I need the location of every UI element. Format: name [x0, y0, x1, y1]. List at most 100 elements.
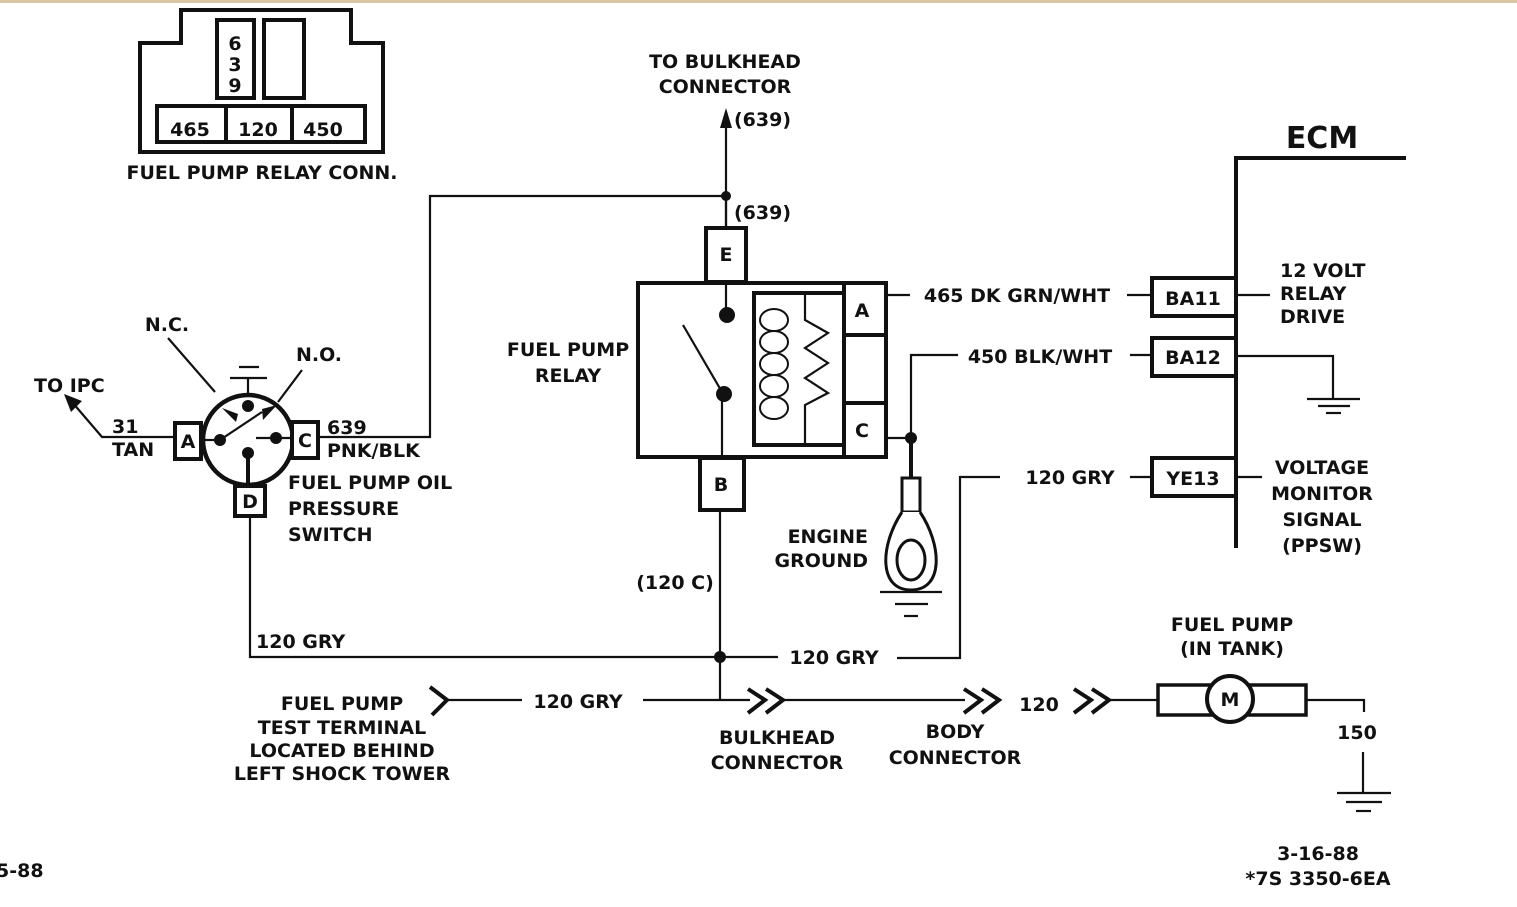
nc-label: N.C. [145, 314, 189, 336]
wire-31-number: 31 [112, 416, 138, 438]
bulkhead-top-label-line2: CONNECTOR [659, 76, 792, 98]
to-ipc-label: TO IPC [34, 375, 105, 397]
no-label: N.O. [296, 344, 342, 366]
fuel-pump-label-line2: (IN TANK) [1180, 638, 1284, 660]
ye13-desc-line2: MONITOR [1271, 483, 1373, 505]
wire-120-test-label: 120 GRY [533, 691, 622, 713]
switch-pin-a [173, 421, 203, 461]
ecm-outline [1234, 156, 1406, 548]
switch-pin-a-label: A [181, 431, 196, 453]
coil-frame [752, 291, 846, 447]
splice-120 [714, 651, 726, 663]
body-connector-line1: BODY [926, 721, 985, 743]
test-terminal-line1: FUEL PUMP [281, 693, 403, 715]
left-date-fragment: 5-88 [0, 860, 44, 882]
nc-arrow-icon [222, 408, 238, 422]
ye13-desc-line4: (PPSW) [1282, 535, 1362, 557]
switch-pin-c-label: C [298, 430, 312, 452]
motor-label: M [1221, 689, 1240, 711]
engine-ground: ENGINE GROUND [775, 438, 942, 618]
wire-120-mid-label: 120 GRY [789, 647, 878, 669]
switch-label-line2: PRESSURE [288, 498, 399, 520]
footer: 5-88 3-16-88 *7S 3350-6EA [0, 843, 1391, 890]
ecm-pin-ba11 [1150, 276, 1238, 318]
fuel-pump: FUEL PUMP (IN TANK) M 150 [1156, 614, 1391, 813]
wire-150-upper [1306, 698, 1366, 712]
ecm-title: ECM [1286, 121, 1358, 156]
fuel-pump-label-line1: FUEL PUMP [1171, 614, 1293, 636]
wire-120-bus: 120 GRY 120 GRY [248, 516, 879, 669]
relay-ecm-wires: 465 DK GRN/WHT 450 BLK/WHT 120 GRY [886, 285, 1152, 660]
coil-icon [759, 308, 789, 420]
cavity-450: 450 [303, 119, 343, 141]
relay-label-line1: FUEL PUMP [507, 339, 629, 361]
cavity-465: 465 [170, 119, 210, 141]
wire-150-label: 150 [1337, 722, 1377, 744]
test-terminal-icon [428, 685, 451, 717]
wire-120-ecm-label: 120 GRY [1025, 467, 1114, 489]
relay-pin-b [698, 456, 746, 512]
cavity-639-digit-3: 9 [228, 75, 241, 97]
relay-label-line2: RELAY [535, 365, 602, 387]
footer-date: 3-16-88 [1277, 843, 1359, 865]
cavity-empty [262, 18, 306, 100]
bulkhead-top-label-line1: TO BULKHEAD [649, 51, 801, 73]
wire-639-lower: (639) [734, 202, 791, 224]
relay-pin-a [842, 281, 888, 337]
arrow-to-ipc-icon [64, 394, 82, 412]
body-connector-line2: CONNECTOR [889, 747, 1022, 769]
wire-639-color: PNK/BLK [327, 440, 421, 462]
wire-450-label: 450 BLK/WHT [968, 346, 1112, 368]
test-terminal-line4: LEFT SHOCK TOWER [234, 763, 451, 785]
ba11-desc-line1: 12 VOLT [1280, 260, 1366, 282]
wire-465-label: 465 DK GRN/WHT [924, 285, 1110, 307]
pump-ground-icon [1337, 791, 1391, 813]
engine-ground-line2: GROUND [775, 550, 868, 572]
switch-pin-d-label: D [242, 491, 258, 513]
ye13-desc-line3: SIGNAL [1282, 509, 1361, 531]
ecm-pin-ba12-label: BA12 [1165, 347, 1221, 369]
resistor-icon [802, 293, 831, 445]
lower-cavity-row [155, 104, 367, 144]
ecm-pin-ye13-label: YE13 [1165, 468, 1219, 490]
ye13-desc-line1: VOLTAGE [1275, 457, 1369, 479]
bulkhead-bottom-line1: BULKHEAD [719, 727, 835, 749]
bulkhead-bottom-line2: CONNECTOR [711, 752, 844, 774]
switch-label-line3: SWITCH [288, 524, 373, 546]
relay-pin-c [842, 401, 888, 459]
switch-label-line1: FUEL PUMP OIL [288, 472, 452, 494]
cavity-639-digit-1: 6 [228, 33, 241, 55]
wire-120-left-label: 120 GRY [256, 631, 345, 653]
relay-connector-outline [138, 8, 385, 154]
ecm-pin-ba11-label: BA11 [1165, 288, 1221, 310]
ba11-desc-line3: DRIVE [1280, 306, 1345, 328]
wire-639 [316, 194, 726, 439]
ecm-ground-icon [1307, 397, 1360, 415]
ring-terminal-icon [884, 511, 938, 592]
relay-pin-b-label: B [714, 474, 728, 496]
ba11-desc-line2: RELAY [1280, 283, 1347, 305]
wire-120-pump-label: 120 [1019, 694, 1059, 716]
test-terminal-line2: TEST TERMINAL [258, 717, 426, 739]
test-terminal-line: FUEL PUMP TEST TERMINAL LOCATED BEHIND L… [234, 685, 1158, 785]
switch-pin-c [290, 420, 320, 460]
wire-31 [71, 401, 175, 439]
relay-pin-c-label: C [855, 420, 869, 442]
cavity-120: 120 [238, 119, 278, 141]
top-border [0, 0, 1517, 3]
relay-pin-e-label: E [720, 244, 733, 266]
motor-icon [1205, 674, 1255, 724]
engine-ground-line1: ENGINE [788, 526, 868, 548]
pump-connector-icon [1072, 687, 1113, 715]
relay-connector: 6 3 9 465 120 450 FUEL PUMP RELAY CONN. [126, 8, 398, 184]
wire-639-number: 639 [327, 417, 367, 439]
no-arrow-icon [262, 405, 277, 420]
footer-code: *7S 3350-6EA [1245, 868, 1390, 890]
relay-connector-title: FUEL PUMP RELAY CONN. [126, 162, 397, 184]
wire-120c-label: (120 C) [636, 572, 714, 594]
cavity-639-digit-2: 3 [228, 54, 241, 76]
ba12-ground-wire [1236, 354, 1335, 398]
bulkhead-connector-icon [746, 687, 787, 715]
ecm: ECM BA11 BA12 YE13 12 VOLT RELAY DRIVE V… [1150, 121, 1406, 557]
